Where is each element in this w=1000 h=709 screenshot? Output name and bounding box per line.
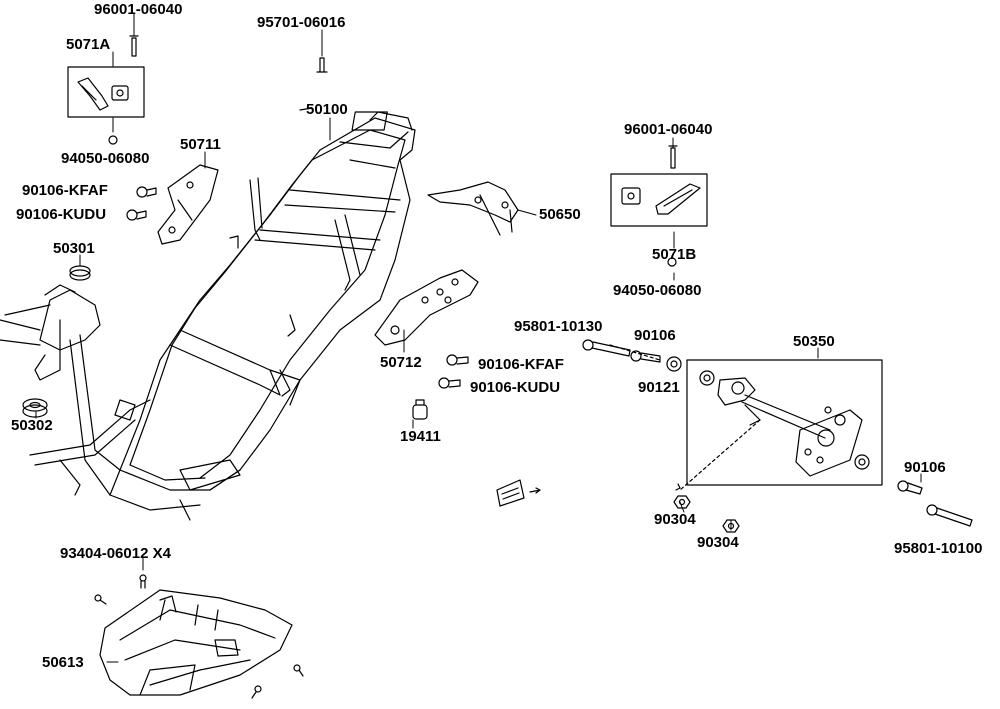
- part-label-90121: 90121: [638, 379, 680, 396]
- part-label-50350: 50350: [793, 333, 835, 350]
- grommet-50302: [22, 398, 48, 418]
- clip-19411: [412, 399, 428, 420]
- bolt-90106-mid: [630, 350, 661, 363]
- bracket-50712: [374, 269, 479, 346]
- bolt-95801-10130: [582, 339, 631, 357]
- footrest-bracket-5071A: [77, 77, 129, 111]
- grommet-50301: [69, 265, 91, 281]
- part-label-94050-06080-right: 94050-06080: [613, 282, 702, 299]
- part-label-96001-06040-top: 96001-06040: [94, 1, 183, 18]
- washer-90121: [666, 356, 682, 372]
- bolt-90106-right: [897, 480, 923, 495]
- part-label-5071B: 5071B: [652, 246, 697, 263]
- part-label-95801-10100: 95801-10100: [894, 540, 983, 557]
- part-label-50301: 50301: [53, 240, 95, 257]
- part-label-50650: 50650: [539, 206, 581, 223]
- part-label-50613: 50613: [42, 654, 84, 671]
- nut-90304-b: [722, 519, 740, 533]
- part-label-94050-06080-top: 94050-06080: [61, 150, 150, 167]
- part-label-90106-kfaf-left: 90106-KFAF: [22, 182, 108, 199]
- part-label-50712: 50712: [380, 354, 422, 371]
- bolts-90106-mid: [438, 354, 469, 389]
- leader-lines: [35, 13, 922, 663]
- footrest-bracket-5071B: [621, 183, 701, 215]
- screws-93404: [94, 574, 304, 699]
- part-label-50302: 50302: [11, 417, 53, 434]
- part-label-90304-a: 90304: [654, 511, 696, 528]
- bolt-95801-10100: [926, 504, 973, 527]
- under-cover-50613: [99, 589, 293, 696]
- part-label-93404-06012-x4: 93404-06012 X4: [60, 545, 171, 562]
- bracket-50711: [157, 164, 219, 245]
- part-label-19411: 19411: [400, 428, 441, 445]
- part-label-95801-10130: 95801-10130: [514, 318, 603, 335]
- part-label-5071A: 5071A: [66, 36, 111, 53]
- bolts-90106-left: [126, 186, 157, 221]
- plate-small: [496, 479, 541, 507]
- part-label-95701-06016: 95701-06016: [257, 14, 346, 31]
- part-label-50711: 50711: [180, 136, 221, 153]
- part-label-90106-kudu-left: 90106-KUDU: [16, 206, 107, 223]
- part-label-50100: 50100: [306, 101, 348, 118]
- bracket-50650: [427, 181, 519, 236]
- part-label-96001-06040-right: 96001-06040: [624, 121, 713, 138]
- part-label-90106-kfaf-mid: 90106-KFAF: [478, 356, 564, 373]
- engine-hanger-50350: [699, 370, 870, 477]
- main-frame-50100: [0, 107, 416, 521]
- nut-90304-a: [673, 495, 691, 509]
- part-label-90106-right: 90106: [904, 459, 946, 476]
- part-label-90304-b: 90304: [697, 534, 739, 551]
- part-label-90106-mid: 90106: [634, 327, 676, 344]
- part-label-90106-kudu-mid: 90106-KUDU: [470, 379, 561, 396]
